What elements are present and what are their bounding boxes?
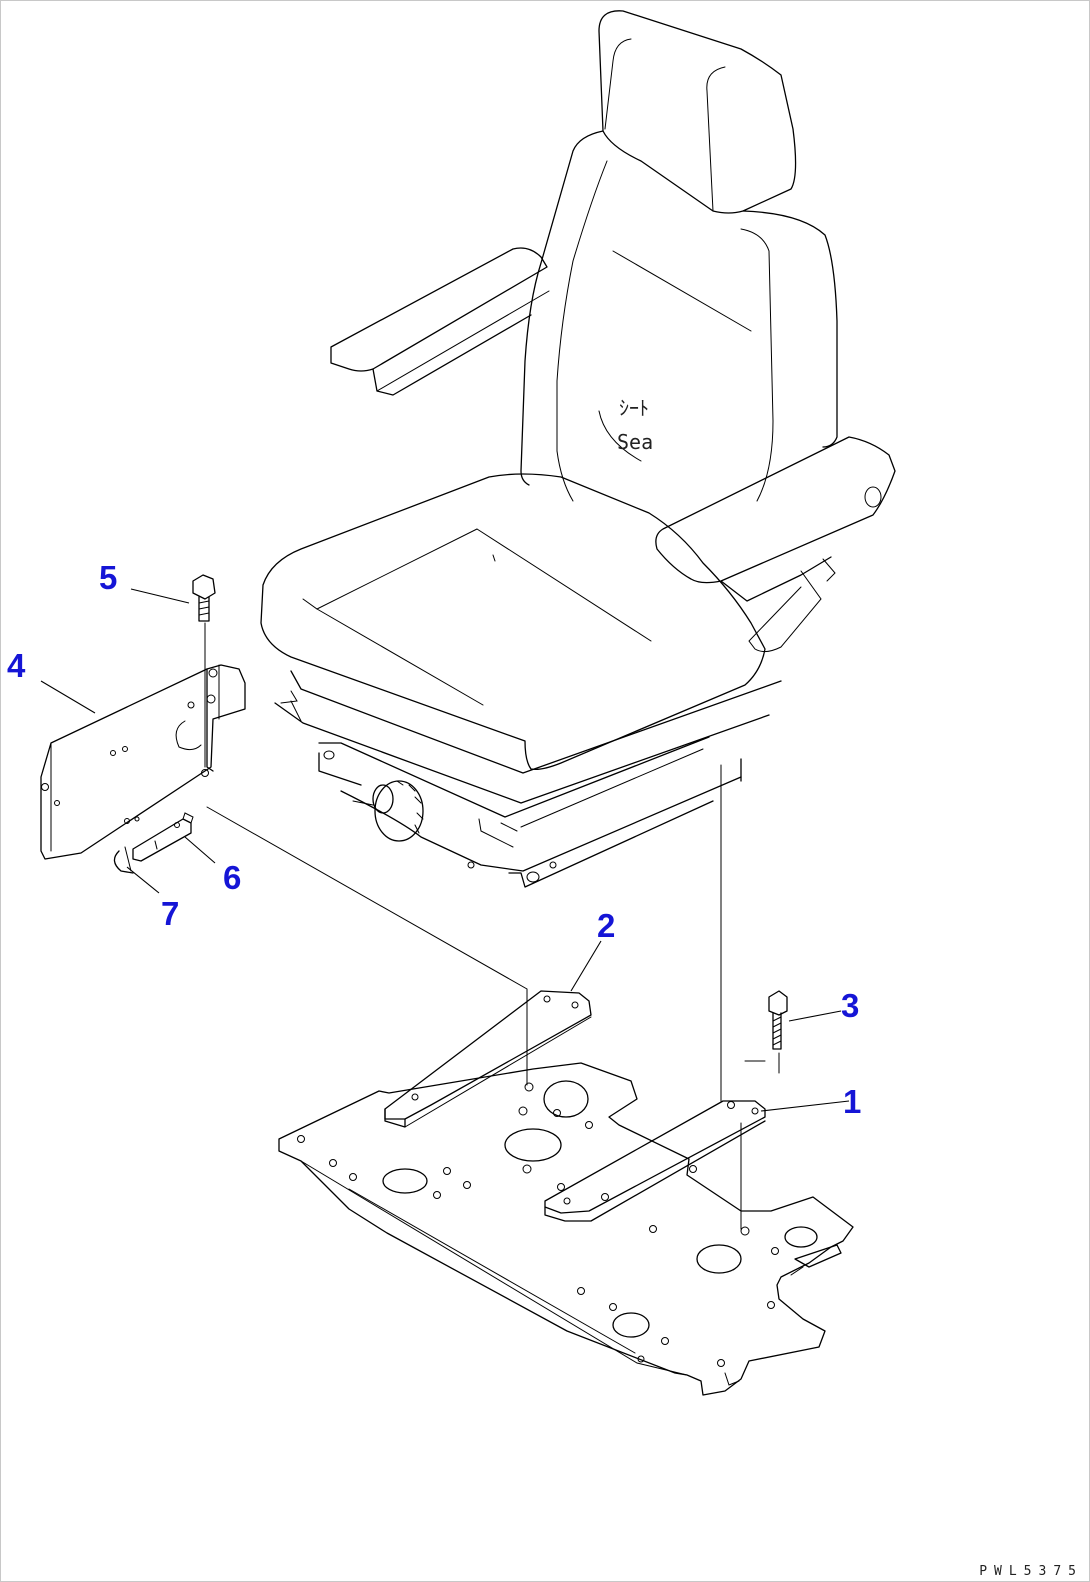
part-5-bolt: [192, 574, 216, 622]
part-7-clip: [113, 846, 134, 874]
callout-2: 2: [597, 907, 615, 944]
seat: ｼｰﾄ Sea: [260, 10, 896, 888]
drawing-code: PWL5375: [979, 1564, 1083, 1579]
adjustment-knob: [352, 780, 424, 842]
callout-7: 7: [161, 895, 179, 932]
seat-label-line2: Sea: [617, 430, 653, 454]
callout-4: 4: [7, 647, 26, 684]
seat-label-line1: ｼｰﾄ: [619, 396, 649, 420]
assembly-lines: [204, 622, 742, 1230]
part-6-pin: [132, 812, 194, 862]
floor-plate: [278, 1062, 854, 1396]
part-1-rail: [544, 1100, 766, 1222]
callout-3: 3: [841, 987, 859, 1024]
callout-6: 6: [223, 859, 241, 896]
callout-5: 5: [99, 559, 117, 596]
part-3-bolt: [744, 990, 788, 1074]
callout-1: 1: [843, 1083, 861, 1120]
part-4-side-plate: [40, 664, 246, 860]
part-2-rail: [384, 990, 592, 1128]
callout-leaders: [40, 588, 850, 1112]
